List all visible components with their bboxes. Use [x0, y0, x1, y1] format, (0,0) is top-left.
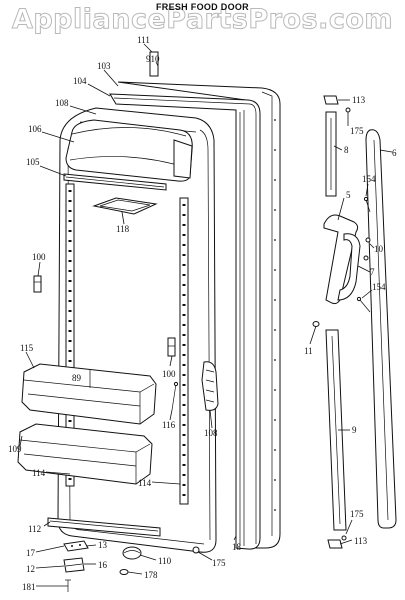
callout-100-right: 100 [162, 369, 176, 379]
washer-175-bottom [192, 546, 200, 554]
callout-175-bottom: 175 [212, 558, 226, 568]
callout-6: 6 [392, 148, 397, 158]
callout-111: 111 [137, 35, 150, 45]
watermark: AppliancePartsPros.com [11, 4, 394, 36]
callout-105: 105 [26, 157, 40, 167]
nut-11 [312, 321, 320, 327]
pin-116 [171, 381, 179, 411]
callout-114-right: 114 [138, 478, 152, 488]
callout-103: 103 [97, 61, 111, 71]
callout-16: 16 [98, 560, 108, 570]
callout-108-top: 108 [55, 98, 69, 108]
callout-154-upper: 154 [362, 174, 376, 184]
callout-115: 115 [20, 343, 34, 353]
callout-113-top: 113 [352, 95, 366, 105]
callout-17: 17 [26, 548, 36, 558]
lower-trim-9 [325, 329, 347, 531]
cap-178 [119, 569, 129, 575]
top-hinge-111 [149, 51, 159, 77]
callout-8: 8 [344, 145, 349, 155]
callout-7: 7 [370, 267, 375, 277]
callout-109: 109 [8, 444, 22, 454]
callout-106: 106 [28, 124, 42, 134]
grip-7 [337, 233, 361, 301]
callout-11: 11 [304, 346, 313, 356]
callout-18: 18 [232, 542, 242, 552]
callout-10: 10 [374, 244, 384, 254]
callout-110: 110 [158, 556, 172, 566]
callout-178: 178 [144, 570, 158, 580]
dairy-hinge-108 [201, 361, 219, 411]
callout-118: 118 [116, 224, 130, 234]
leader-lines [19, 43, 393, 587]
callout-9: 9 [352, 425, 357, 435]
callout-100-left: 100 [32, 252, 46, 262]
hinge-plate-13 [63, 540, 89, 552]
handle-110 [122, 546, 142, 560]
diagram-title: FRESH FOOD DOOR [155, 2, 249, 12]
hood-trim [63, 173, 167, 191]
screw-154-lower [356, 296, 371, 313]
right-liner-rail [179, 197, 189, 505]
upper-door-bin [21, 363, 157, 425]
callout-12: 12 [26, 564, 35, 574]
callout-labels: 111 910 103 104 108 106 105 118 100 115 … [8, 35, 397, 592]
callout-114-left: 114 [32, 468, 46, 478]
screws-10 [363, 237, 371, 261]
callout-108-mid: 108 [204, 428, 218, 438]
end-cap-113-top [323, 95, 339, 105]
callout-116: 116 [162, 420, 176, 430]
callout-175-top: 175 [350, 126, 364, 136]
callout-89: 89 [72, 373, 82, 383]
callout-104: 104 [73, 76, 87, 86]
door-gasket [109, 93, 261, 550]
callout-113-bottom: 113 [354, 536, 368, 546]
clip-100-left [33, 275, 42, 293]
screw-175-top [345, 107, 351, 113]
callout-910: 910 [146, 54, 160, 64]
callout-112: 112 [28, 524, 41, 534]
handle-6 [365, 129, 397, 529]
hinge-16 [63, 557, 85, 573]
callout-5: 5 [346, 190, 351, 200]
small-tray [92, 197, 158, 215]
screw-175-lower [341, 535, 347, 541]
screw-154-upper [363, 196, 371, 213]
callout-181: 181 [22, 582, 36, 592]
top-hood [65, 119, 193, 182]
callout-154-lower: 154 [372, 282, 386, 292]
handle-trim-8 [325, 111, 337, 197]
lower-door-bin [17, 423, 153, 485]
callout-175-lower: 175 [350, 509, 364, 519]
callout-13: 13 [98, 540, 108, 550]
end-cap-113-bottom [327, 539, 343, 549]
clip-100-right [167, 337, 176, 357]
